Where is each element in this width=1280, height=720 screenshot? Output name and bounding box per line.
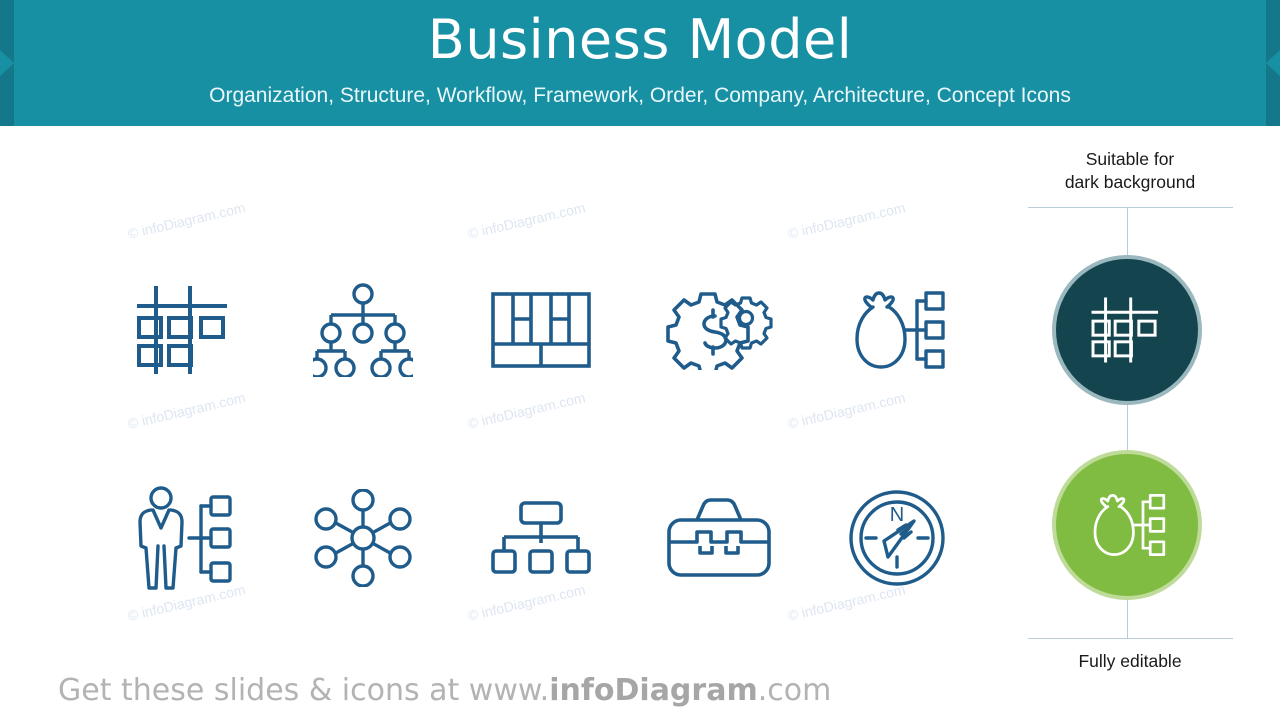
money-bag-hierarchy-icon (855, 291, 945, 369)
slide-header: Business Model Organization, Structure, … (0, 0, 1280, 126)
footer-prefix: Get these slides & icons at www. (58, 673, 550, 708)
icon-cell-hub-network[interactable] (278, 463, 448, 613)
footer-promo-text[interactable]: Get these slides & icons at www.infoDiag… (58, 673, 831, 708)
org-chart-circles-icon (313, 283, 413, 377)
icon-cell-gear-dollar[interactable] (634, 255, 804, 405)
icon-cell-compass[interactable]: N (812, 463, 982, 613)
panel-divider-bottom (1028, 638, 1233, 639)
panel-connector-line (1127, 207, 1128, 638)
icon-cell-matrix-grid[interactable] (100, 255, 270, 405)
matrix-grid-icon (137, 286, 227, 374)
page-title: Business Model (427, 8, 853, 71)
page-subtitle: Organization, Structure, Workflow, Frame… (209, 84, 1071, 107)
icon-cell-org-chart-circles[interactable] (278, 255, 448, 405)
right-panel: Suitable for dark background (1010, 130, 1280, 690)
hub-network-icon (314, 489, 412, 587)
business-model-canvas-icon (491, 292, 591, 368)
icon-grid: N (100, 235, 980, 655)
briefcase-icon (667, 498, 771, 577)
panel-divider-top (1028, 207, 1233, 208)
dark-background-label-line2: dark background (1064, 172, 1196, 192)
header-left-notch-icon (0, 50, 14, 76)
icon-cell-money-bag-hierarchy[interactable] (812, 255, 982, 405)
fully-editable-label: Fully editable (1078, 651, 1182, 671)
header-right-notch-icon (1266, 50, 1280, 76)
icon-cell-briefcase[interactable] (634, 463, 804, 613)
dark-background-label-line1: Suitable for (1085, 149, 1175, 169)
compass-icon: N (849, 490, 945, 586)
icon-cell-org-chart-boxes[interactable] (456, 463, 626, 613)
gear-dollar-icon (666, 292, 773, 370)
money-bag-hierarchy-icon (1093, 494, 1166, 556)
org-chart-boxes-icon (491, 501, 591, 574)
footer-suffix: .com (757, 673, 832, 708)
icon-cell-business-model-canvas[interactable] (456, 255, 626, 405)
fully-editable-preview-circle[interactable] (1052, 450, 1202, 600)
compass-north-label: N (890, 504, 904, 526)
dark-background-label: Suitable for dark background (1010, 148, 1250, 194)
icon-cell-businessman-hierarchy[interactable] (100, 463, 270, 613)
footer-brand: infoDiagram (549, 673, 758, 708)
dark-background-preview-circle[interactable] (1052, 255, 1202, 405)
businessman-hierarchy-icon (138, 486, 232, 590)
matrix-grid-icon (1091, 297, 1159, 363)
